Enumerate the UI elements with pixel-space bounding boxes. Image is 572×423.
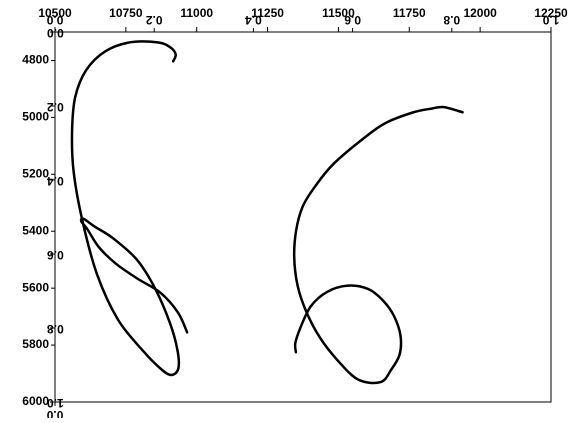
axes-layer: 0.00.0 0.2 0.4 0.6 0.8 1.0 4800 5000 5200 5400 560… xyxy=(22,6,568,422)
series-1-line xyxy=(70,40,189,377)
left-secondary-tick-label-3: 5400 xyxy=(22,223,49,237)
top-secondary-tick-label-2: 0.4 xyxy=(245,13,262,27)
left-primary-tick-label-1: 0.2 xyxy=(47,100,64,114)
left-secondary-tick-label-6: 6000 xyxy=(22,394,49,408)
left-secondary-tick-label-4: 5600 xyxy=(22,280,49,294)
left-secondary-tick-label-2: 5200 xyxy=(22,166,49,180)
plot-area-frame xyxy=(54,31,552,403)
left-primary-tick-label-4: 0.8 xyxy=(47,322,64,336)
top-secondary-tick-label-5: 1.0 xyxy=(542,13,559,27)
left-secondary-tick-label-5: 5800 xyxy=(22,337,49,351)
top-secondary-tick-label-0: 0.0 xyxy=(46,13,63,27)
series-layer xyxy=(70,40,464,385)
series-2-line xyxy=(292,105,464,385)
left-secondary-tick-label-1: 5000 xyxy=(22,110,49,124)
top-primary-tick-label-3: 11250 xyxy=(251,6,284,20)
top-primary-tick-label-7: 12250 xyxy=(534,6,568,20)
left-primary-tick-label-3: 0.6 xyxy=(47,248,64,262)
top-primary-tick-label-4: 11500 xyxy=(322,6,355,20)
top-primary-tick-label-5: 11750 xyxy=(393,6,426,20)
top-secondary-tick-label-4: 0.8 xyxy=(443,13,460,27)
left-primary-tick-label-0: 0.0 xyxy=(47,26,64,40)
left-primary-tick-label-5: 1.0 xyxy=(47,396,64,410)
top-primary-tick-label-2: 11000 xyxy=(180,6,213,20)
left-secondary-tick-label-0: 4800 xyxy=(22,53,49,67)
left-primary-tick-label-2: 0.4 xyxy=(47,174,64,188)
top-secondary-tick-label-1: 0.2 xyxy=(146,13,163,27)
top-secondary-tick-label-3: 0.6 xyxy=(344,13,361,27)
top-primary-tick-label-0: 10500 xyxy=(38,6,72,20)
top-primary-tick-label-1: 10750 xyxy=(109,6,143,20)
top-primary-tick-label-6: 12000 xyxy=(463,6,497,20)
